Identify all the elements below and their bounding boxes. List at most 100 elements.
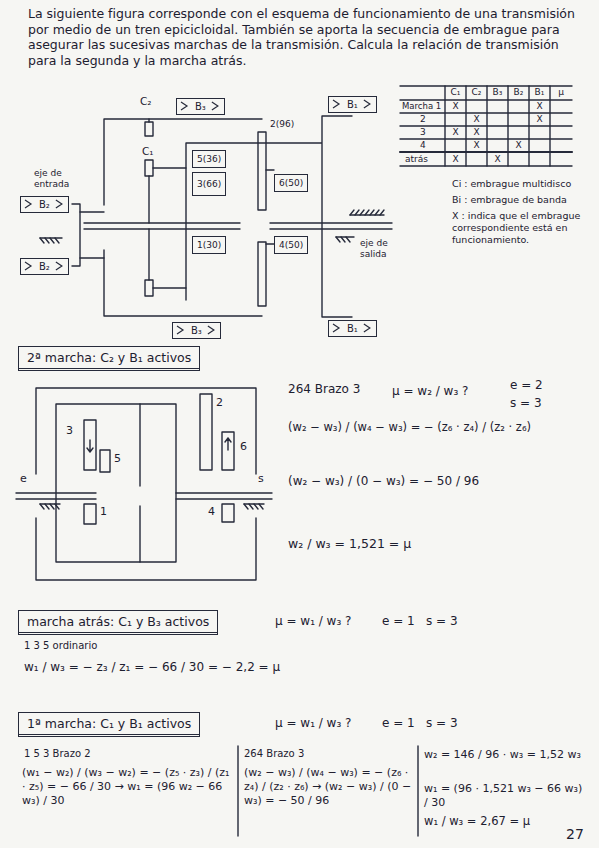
planet-carrier xyxy=(186,116,352,317)
node-text: B₁ xyxy=(347,322,358,335)
brake-drum xyxy=(104,119,262,316)
note-text: w₂ = 146 / 96 · w₃ = 1,52 w₃ xyxy=(424,748,584,762)
planet-carrier xyxy=(186,116,352,317)
brake-drum xyxy=(72,119,262,316)
note-text: C₂ xyxy=(140,95,152,108)
ground-hatch xyxy=(45,504,49,509)
shaft xyxy=(270,223,392,229)
band-chevron xyxy=(208,326,214,334)
note-text: e = 1 xyxy=(382,716,415,731)
table-cell: X xyxy=(452,127,458,138)
note-text: (w₁ − w₂) / (w₃ − w₂) = − (z₅ · z₃) / (z… xyxy=(22,766,230,807)
note-text: 1 5 3 Brazo 2 xyxy=(24,748,91,761)
simplified-sketch xyxy=(36,388,256,580)
ground-hatch xyxy=(365,210,369,215)
note-text: C₁ xyxy=(142,145,154,158)
note-text: 4 xyxy=(208,505,215,519)
node-text: marcha atrás: C₁ y B₃ activos xyxy=(27,614,209,629)
table-cell: 4 xyxy=(420,140,426,151)
ground-hatch xyxy=(244,504,248,509)
table-cell: B₁ xyxy=(535,87,545,98)
simplified-sketch xyxy=(100,450,110,472)
band-chevron xyxy=(181,102,187,110)
table-grid xyxy=(400,86,572,166)
note-text: 1 3 5 ordinario xyxy=(24,640,97,653)
column-divider xyxy=(238,746,418,836)
node-text: B₂ xyxy=(39,260,50,273)
table-cell: X xyxy=(473,127,479,138)
clutch-plates xyxy=(149,119,186,288)
node-text: 1(30) xyxy=(197,239,221,251)
band-chevron xyxy=(333,100,339,108)
note-text: w₁ / w₃ = 2,67 = μ xyxy=(424,814,530,828)
simplified-sketch xyxy=(16,388,272,580)
ring-gear xyxy=(258,242,266,306)
band-chevron xyxy=(25,200,31,208)
ground-hatch xyxy=(336,236,354,237)
note-text: μ = w₂ / w₃ ? xyxy=(392,384,468,399)
note-text: s = 3 xyxy=(426,716,458,731)
simplified-sketch xyxy=(87,438,231,452)
note-text: w₁ = (96 · 1,521 w₃ − 66 w₃) / 30 xyxy=(424,782,584,810)
brake-band: B₂ xyxy=(20,258,69,275)
gear-box: 3(66) xyxy=(192,172,226,196)
note-text: s = 3 xyxy=(510,396,542,411)
ground-hatch xyxy=(249,504,253,509)
section-heading: 1ª marcha: C₁ y B₁ activos xyxy=(18,712,200,737)
ground-hatch xyxy=(40,504,44,509)
note-text: w₂ / w₃ = 1,521 = μ xyxy=(288,536,411,552)
ground-hatch xyxy=(254,504,258,509)
note-text: X : indica que el embrague correspondien… xyxy=(452,210,587,246)
ground-hatch xyxy=(336,237,340,242)
ground-hatch xyxy=(55,238,59,243)
note-text: 6 xyxy=(240,440,247,454)
clutch-plates xyxy=(145,280,153,296)
band-chevron xyxy=(177,326,183,334)
table-cell: X xyxy=(515,140,521,151)
node-text: B₃ xyxy=(195,100,206,113)
ground-hatch xyxy=(375,210,379,215)
band-chevron xyxy=(25,262,31,270)
brake-drum xyxy=(72,204,80,266)
note-text: 1 xyxy=(100,505,107,519)
ground-hatch xyxy=(341,237,345,242)
gear-box: 6(50) xyxy=(274,174,308,192)
table-cell: X xyxy=(473,114,479,125)
table-cell: X xyxy=(473,140,479,151)
ring-gear xyxy=(258,132,266,210)
table-cell: atrás xyxy=(405,154,428,165)
band-chevron xyxy=(212,102,218,110)
note-text: 264 Brazo 3 xyxy=(244,748,304,761)
shaft xyxy=(84,223,392,229)
ring-gear xyxy=(266,170,274,244)
clutch-plates xyxy=(145,122,153,136)
brake-band: B₂ xyxy=(20,196,69,213)
table-grid xyxy=(400,151,572,153)
note-text: w₁ / w₃ = − z₃ / z₁ = − 66 / 30 = − 2,2 … xyxy=(24,660,280,675)
brake-band: B₃ xyxy=(176,98,225,115)
brake-band: B₃ xyxy=(172,322,221,339)
note-text: 2 xyxy=(216,396,223,410)
ground-hatch xyxy=(350,210,354,215)
ground-hatch xyxy=(50,504,54,509)
band-chevron xyxy=(364,100,370,108)
simplified-sketch xyxy=(200,394,212,470)
table-cell: X xyxy=(494,154,500,165)
note-text: Bi : embrague de banda xyxy=(452,194,587,206)
table-cell: C₁ xyxy=(451,87,461,98)
note-text: Ci : embrague multidisco xyxy=(452,178,587,190)
node-text: 1ª marcha: C₁ y B₁ activos xyxy=(27,716,191,731)
note-text: 3 xyxy=(66,424,73,438)
simplified-sketch xyxy=(84,504,96,524)
table-cell: 2 xyxy=(420,114,426,125)
node-text: B₂ xyxy=(39,198,50,211)
table-grid xyxy=(400,86,572,166)
simplified-sketch xyxy=(139,404,140,562)
simplified-sketch xyxy=(56,404,176,562)
table-cell: X xyxy=(536,114,542,125)
note-text: e xyxy=(20,472,27,486)
note-text: s xyxy=(258,472,264,486)
note-text: μ = w₁ / w₃ ? xyxy=(275,716,351,731)
shaft xyxy=(84,223,240,229)
